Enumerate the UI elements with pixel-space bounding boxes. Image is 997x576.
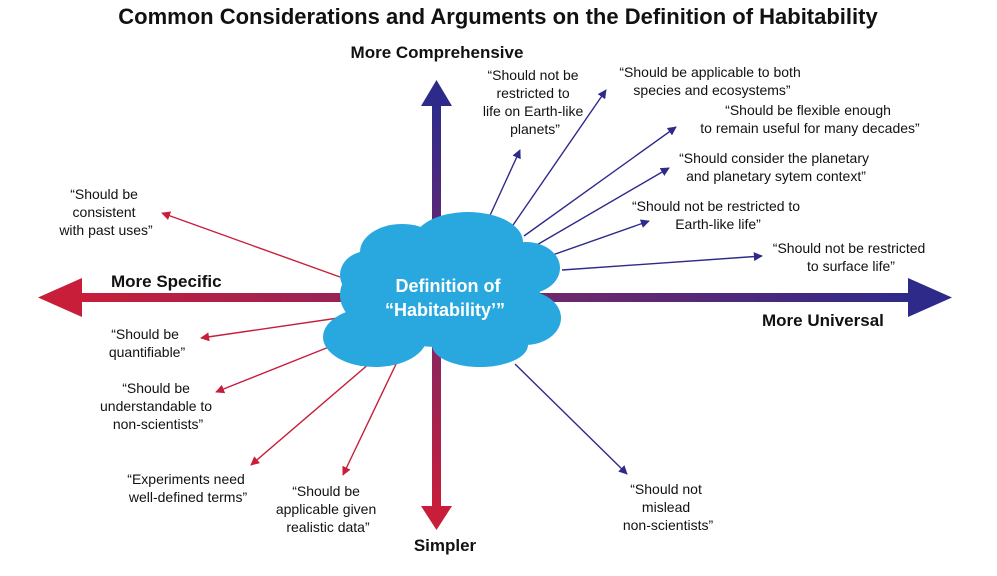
note-mislead: “Should not mislead non-scientists” bbox=[623, 481, 714, 533]
comprehensive-notes: “Should not be restricted to life on Ear… bbox=[483, 64, 929, 274]
arrow-earth-like-life bbox=[543, 219, 650, 259]
left-arrowhead bbox=[38, 278, 82, 317]
arrow-flexible bbox=[523, 126, 677, 237]
note-quantifiable: “Should be quantifiable” bbox=[109, 326, 186, 360]
cloud-shape bbox=[323, 212, 561, 367]
arrow-well-defined bbox=[250, 356, 378, 466]
note-past-uses: “Should be consistent with past uses” bbox=[58, 186, 153, 238]
axis-label-right: More Universal bbox=[762, 311, 884, 330]
simpler-notes: “Should be consistent with past uses” “S… bbox=[58, 186, 713, 535]
arrow-planetary-context bbox=[534, 167, 670, 247]
note-earth-like-planets: “Should not be restricted to life on Ear… bbox=[483, 67, 587, 137]
note-realistic-data: “Should be applicable given realistic da… bbox=[276, 483, 380, 535]
cloud-title-line1: Definition of bbox=[396, 276, 502, 296]
comprehensive-arrows bbox=[486, 89, 763, 475]
arrow-quantifiable bbox=[200, 315, 353, 342]
arrow-realistic-data bbox=[342, 361, 398, 476]
arrow-past-uses bbox=[161, 211, 341, 278]
note-earth-like-life: “Should not be restricted to Earth-like … bbox=[632, 198, 804, 232]
bottom-arrowhead bbox=[421, 506, 452, 530]
arrow-species-ecosystems bbox=[510, 89, 607, 229]
arrow-understandable bbox=[215, 340, 345, 394]
note-well-defined: “Experiments need well-defined terms” bbox=[127, 471, 248, 505]
arrow-surface-life bbox=[561, 252, 763, 271]
top-arrowhead bbox=[421, 80, 452, 106]
note-surface-life: “Should not be restricted to surface lif… bbox=[773, 240, 929, 274]
note-understandable: “Should be understandable to non-scienti… bbox=[100, 380, 216, 432]
axis-label-left: More Specific bbox=[111, 272, 222, 291]
arrow-earth-like-planets bbox=[486, 149, 521, 223]
center-cloud: Definition of “Habitability’” bbox=[323, 212, 561, 367]
axis-label-bottom: Simpler bbox=[414, 536, 477, 555]
right-arrowhead bbox=[908, 278, 952, 317]
note-planetary-context: “Should consider the planetary and plane… bbox=[679, 150, 873, 184]
arrow-mislead bbox=[514, 363, 628, 475]
axis-label-top: More Comprehensive bbox=[351, 43, 524, 62]
cloud-title-line2: “Habitability’” bbox=[385, 300, 505, 320]
note-species-ecosystems: “Should be applicable to both species an… bbox=[619, 64, 804, 98]
simpler-arrows bbox=[161, 211, 398, 476]
diagram-title: Common Considerations and Arguments on t… bbox=[118, 4, 878, 29]
note-flexible: “Should be flexible enough to remain use… bbox=[700, 102, 920, 136]
